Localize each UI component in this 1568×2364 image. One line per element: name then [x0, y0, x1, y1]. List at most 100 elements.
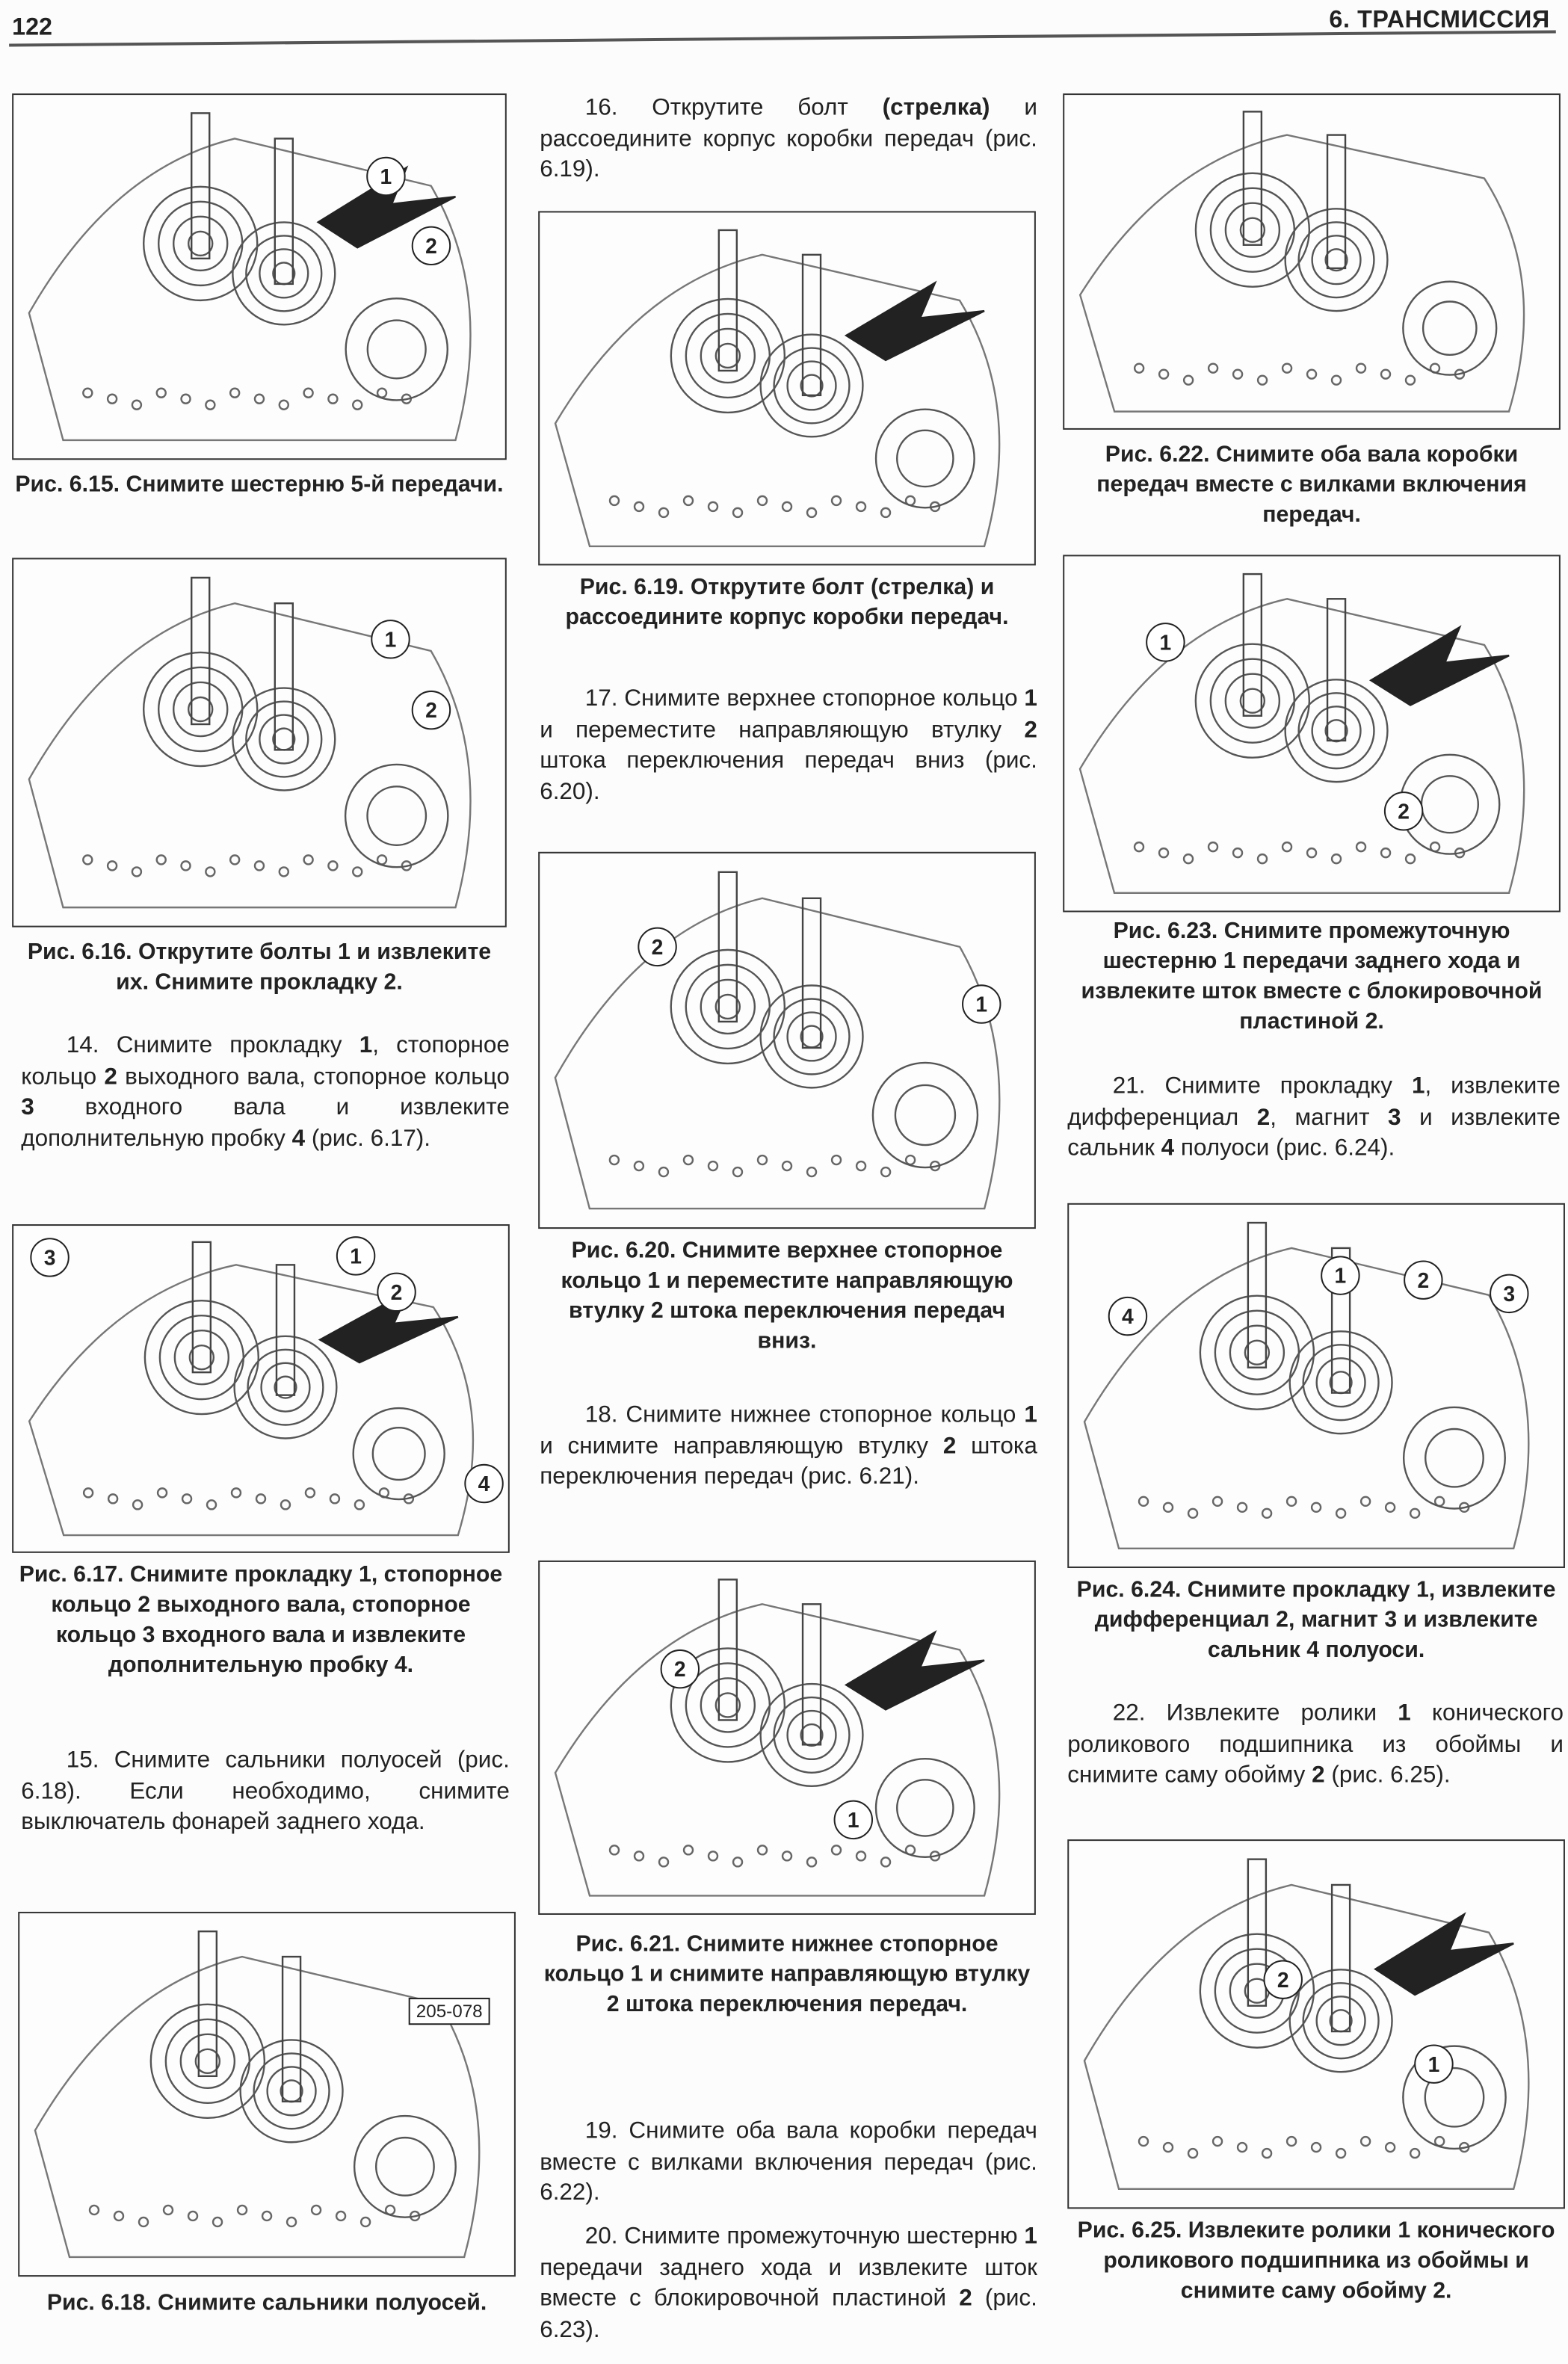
figure-6-19 — [538, 211, 1036, 566]
text-run: 22. Извлеките ролики — [1112, 1700, 1398, 1726]
gearbox-illustration — [1078, 573, 1525, 894]
text-run: полуоси (рис. 6.24). — [1174, 1135, 1395, 1162]
callout: 2 — [411, 226, 451, 266]
figure-caption: Рис. 6.24. Снимите прокладку 1, извлекит… — [1076, 1577, 1556, 1664]
step-17: 17. Снимите верхнее стопорное кольцо 1 и… — [540, 685, 1037, 809]
callout: 2 — [1263, 1960, 1303, 1999]
text-run: и переместите направляющую втулку — [540, 717, 1025, 743]
figure-caption: Рис. 6.18. Снимите сальники полуосей. — [46, 2290, 487, 2316]
text-run: (рис. 6.25). — [1324, 1763, 1451, 1789]
figure-6-22 — [1063, 93, 1561, 430]
figure-6-24: 1 2 3 4 — [1067, 1203, 1565, 1568]
figure-caption: Рис. 6.15. Снимите шестерню 5-й передачи… — [15, 472, 504, 498]
text-run: штока переключения передач вниз (рис. 6.… — [540, 748, 1037, 806]
gearbox-illustration — [1083, 1221, 1530, 1549]
callout: 2 — [660, 1649, 700, 1689]
figure-caption: Рис. 6.20. Снимите верхнее стопорное кол… — [561, 1238, 1013, 1354]
text-run: (рис. 6.23). — [540, 2286, 1037, 2344]
step-22: 22. Извлеките ролики 1 конического ролик… — [1067, 1699, 1564, 1792]
figure-caption: Рис. 6.19. Открутите болт (стрелка) и ра… — [565, 574, 1009, 631]
figure-caption: Рис. 6.16. Открутите болты 1 и извлеките… — [27, 939, 492, 996]
callout: 1 — [371, 620, 410, 659]
gearbox-illustration — [28, 112, 472, 442]
figure-6-20: 2 1 — [538, 851, 1036, 1229]
gearbox-illustration — [28, 576, 472, 909]
callout: 3 — [1490, 1274, 1529, 1314]
bold-reference: 3 — [21, 1095, 34, 1121]
figure-6-15: 1 2 — [12, 93, 507, 460]
step-15: 15. Снимите сальники полуосей (рис. 6.18… — [21, 1746, 510, 1839]
page-number: 122 — [12, 15, 53, 41]
bold-reference: 4 — [1161, 1135, 1175, 1162]
step-14: 14. Снимите прокладку 1, стопорное кольц… — [21, 1031, 510, 1156]
text-run: конического роликового подшипника из обо… — [1067, 1700, 1564, 1789]
figure-caption: Рис. 6.17. Снимите прокладку 1, стопорно… — [19, 1561, 503, 1679]
text-run: 20. Снимите промежуточную шестерню — [584, 2223, 1025, 2250]
bold-reference: 2 — [1312, 1763, 1325, 1789]
text-run: 19. Снимите оба вала коробки передач вме… — [540, 2118, 1037, 2207]
figure-6-18: 205-078 — [18, 1911, 516, 2277]
callout: 2 — [1383, 791, 1424, 831]
gearbox-illustration — [1083, 1858, 1530, 2191]
bold-reference: 1 — [1024, 1402, 1037, 1428]
bold-reference: 3 — [1388, 1105, 1401, 1131]
bold-reference: 2 — [1256, 1105, 1271, 1131]
text-run: штока переключения передач (рис. 6.21). — [540, 1433, 1037, 1490]
callout: 4 — [1108, 1296, 1148, 1336]
text-run: и рассоедините корпус коробки передач (р… — [540, 95, 1037, 183]
bold-reference: 2 — [959, 2286, 972, 2312]
callout: 2 — [411, 690, 451, 730]
text-run: 16. Открутите болт — [584, 95, 883, 121]
text-run: 17. Снимите верхнее стопорное кольцо — [584, 685, 1025, 712]
figure-6-23: 1 2 — [1063, 555, 1561, 913]
figure-6-16: 1 2 — [12, 558, 507, 928]
text-run: 21. Снимите прокладку — [1112, 1073, 1412, 1099]
figure-6-21: 2 1 — [538, 1560, 1036, 1915]
bold-reference: 2 — [104, 1064, 117, 1090]
bold-reference: 1 — [1024, 685, 1037, 712]
text-run: (рис. 6.17). — [305, 1126, 431, 1152]
bold-reference: 1 — [1411, 1073, 1425, 1099]
callout: 4 — [464, 1463, 504, 1504]
figure-6-25: 2 1 — [1067, 1839, 1565, 2209]
text-run: , извлеките дифференциал — [1067, 1073, 1561, 1131]
callout: 2 — [638, 927, 677, 967]
figure-caption: Рис. 6.25. Извлеките ролики 1 коническог… — [1077, 2218, 1555, 2304]
gearbox-illustration — [28, 1241, 475, 1537]
gearbox-illustration — [1078, 111, 1525, 413]
bold-reference: 1 — [359, 1032, 373, 1059]
step-20: 20. Снимите промежуточную шестерню 1 пер… — [540, 2223, 1037, 2348]
bold-reference: 2 — [942, 1433, 957, 1460]
bold-reference: 4 — [291, 1126, 306, 1152]
bold-reference: 1 — [1398, 1700, 1411, 1726]
step-18: 18. Снимите нижнее стопорное кольцо 1 и … — [540, 1401, 1037, 1494]
text-run: 14. Снимите прокладку — [66, 1032, 359, 1059]
text-run: 18. Снимите нижнее стопорное кольцо — [584, 1402, 1025, 1428]
figure-caption: Рис. 6.21. Снимите нижнее стопорное коль… — [543, 1931, 1031, 2018]
text-run: выходного вала, стопорное кольцо — [117, 1064, 510, 1090]
callout: 1 — [962, 984, 1001, 1024]
text-run: входного вала и извлеките дополнительную… — [21, 1095, 510, 1152]
text-run: , стопорное кольцо — [21, 1032, 510, 1090]
text-run: и снимите направляющую втулку — [540, 1433, 943, 1460]
callout: 1 — [833, 1800, 874, 1840]
step-16: 16. Открутите болт (стрелка) и рассоедин… — [540, 93, 1037, 187]
callout: 1 — [1146, 623, 1185, 662]
bold-reference: (стрелка) — [882, 95, 990, 121]
figure-caption: Рис. 6.23. Снимите промежуточную шестерн… — [1081, 918, 1543, 1034]
callout: 2 — [1404, 1260, 1443, 1300]
step-19: 19. Снимите оба вала коробки передач вме… — [540, 2117, 1037, 2210]
text-run: передачи заднего хода и извлеките шток в… — [540, 2255, 1037, 2312]
callout: 3 — [30, 1238, 70, 1277]
callout: 1 — [336, 1236, 376, 1276]
text-run: 15. Снимите сальники полуосей (рис. 6.18… — [21, 1747, 510, 1836]
gearbox-illustration — [554, 229, 1001, 548]
text-run: и извлеките сальник — [1067, 1105, 1561, 1162]
callout: 1 — [366, 156, 406, 197]
chapter-title: 6. ТРАНСМИССИЯ — [1329, 7, 1550, 34]
step-21: 21. Снимите прокладку 1, извлеките диффе… — [1067, 1072, 1561, 1165]
gearbox-illustration — [34, 1930, 481, 2259]
bold-reference: 2 — [1024, 717, 1037, 743]
callout: 1 — [1321, 1256, 1360, 1295]
